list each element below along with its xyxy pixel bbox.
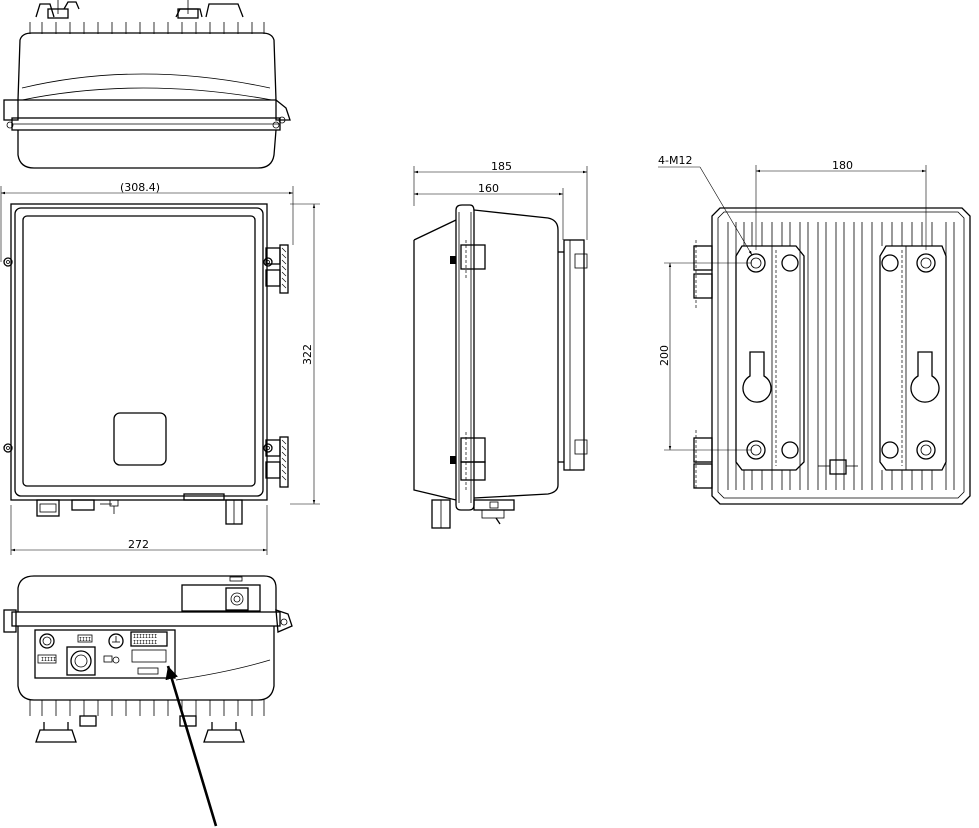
dim-side-total-depth-label: 185 [491, 160, 512, 173]
front-view: (308.4) [1, 181, 320, 555]
dim-top-width: (308.4) [1, 181, 293, 262]
svg-text:IIIIIIII: IIIIIIII [133, 640, 157, 646]
top-bracket-left [36, 0, 79, 18]
pointer-arrow [168, 666, 216, 826]
side-view: 185 160 [414, 160, 587, 528]
front-hinge-top [266, 245, 288, 293]
dim-top-width-label: (308.4) [120, 181, 160, 194]
mount-bolts-label: 4-M12 [658, 154, 692, 167]
dim-side-depth-label: 160 [478, 182, 499, 195]
svg-text:IIIII: IIIII [41, 657, 56, 663]
top-view [4, 0, 290, 168]
dim-rear-vertical-spacing: 200 [658, 263, 752, 450]
bottom-bracket-left [36, 716, 96, 742]
rear-view: 4-M12 180 200 [658, 154, 970, 504]
bottom-fins [30, 700, 264, 716]
bottom-view: IIIII IIII IIIIIIII IIIIIIII [4, 576, 292, 826]
dim-rear-hole-spacing-label: 180 [832, 159, 853, 172]
dim-rear-hole-spacing: 180 [756, 159, 926, 250]
dim-front-height: 322 [290, 204, 320, 504]
top-fins [30, 22, 264, 34]
top-bracket-right [176, 0, 243, 18]
dim-front-height-label: 322 [301, 344, 314, 365]
svg-text:IIII: IIII [79, 637, 91, 643]
rear-fins [728, 222, 954, 490]
dim-bottom-width: 272 [11, 505, 267, 555]
dim-rear-vertical-spacing-label: 200 [658, 345, 671, 366]
dim-bottom-width-label: 272 [128, 538, 149, 551]
